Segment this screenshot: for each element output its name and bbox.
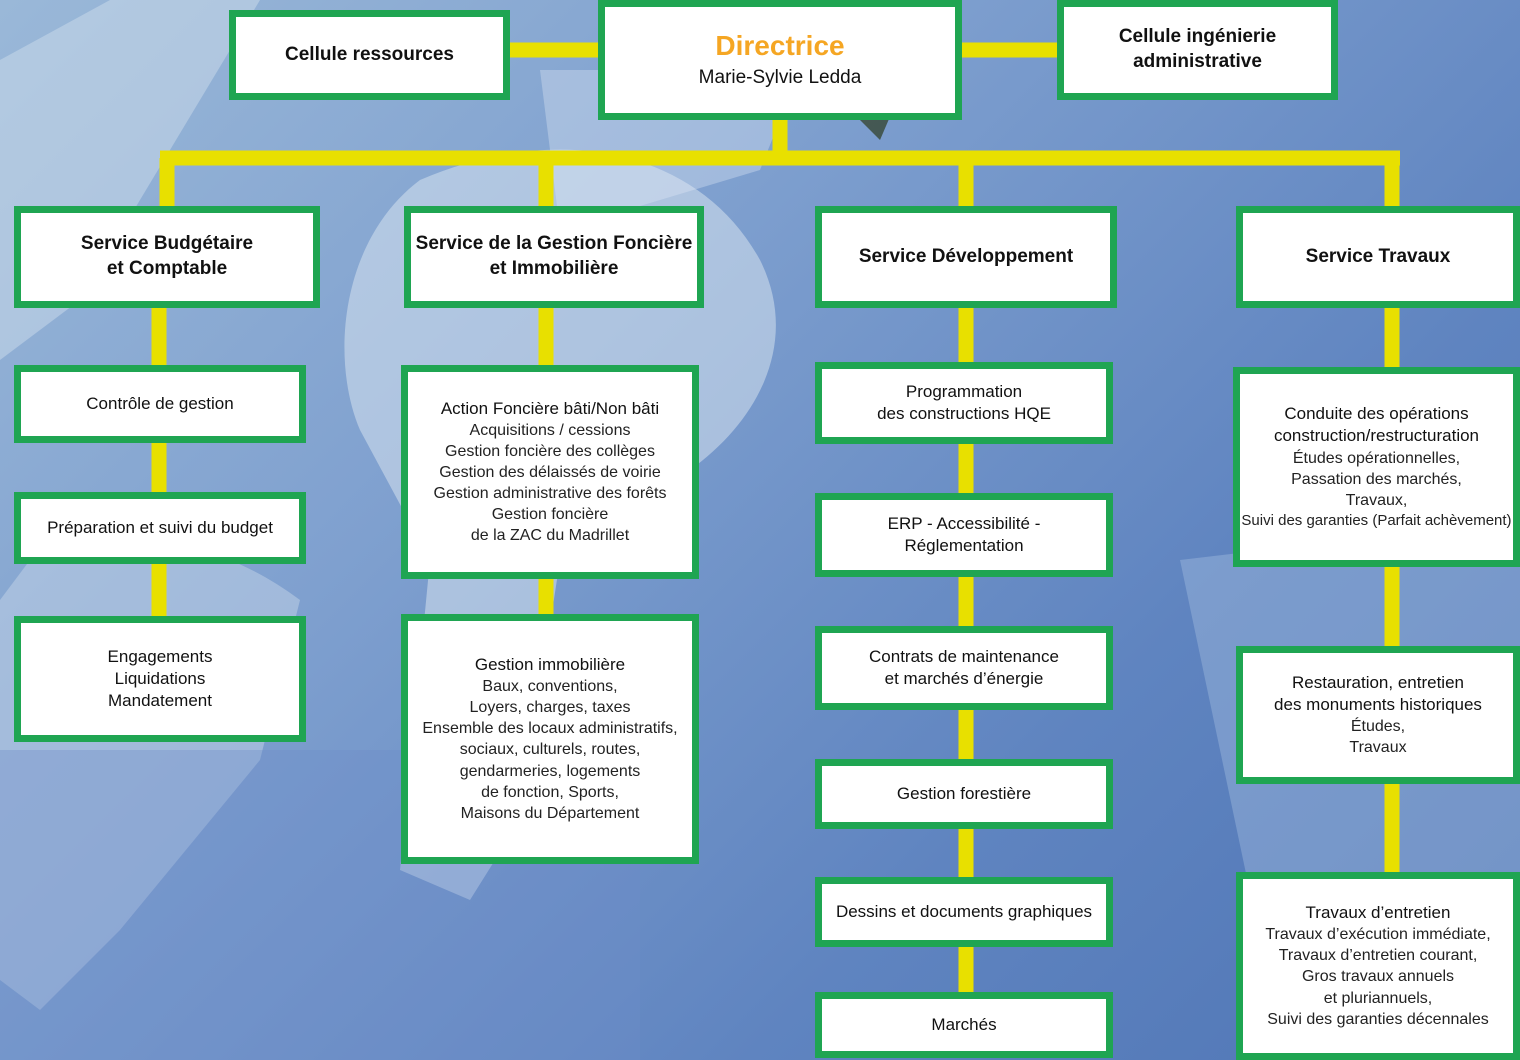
unit-detail: Travaux, [1345, 491, 1408, 509]
unit-detail: Ensemble des locaux administratifs, [422, 720, 678, 738]
unit-detail: de fonction, Sports, [481, 783, 619, 801]
unit-preparation-budget: Préparation et suivi du budget [14, 492, 306, 564]
unit-title: Liquidations [114, 668, 206, 688]
unit-detail: Loyers, charges, taxes [469, 699, 631, 717]
cellule-ressources-label: Cellule ressources [285, 43, 454, 65]
director-title: Directrice [715, 29, 845, 61]
unit-conduite-operations: Conduite des opérations construction/res… [1233, 367, 1520, 567]
unit-title: et marchés d’énergie [884, 669, 1044, 688]
unit-detail: Travaux d’exécution immédiate, [1265, 926, 1491, 944]
unit-detail: Gestion administrative des forêts [433, 485, 667, 503]
unit-title: des constructions HQE [877, 404, 1051, 423]
unit-title: Préparation et suivi du budget [47, 517, 273, 537]
unit-gestion-forestiere: Gestion forestière [815, 759, 1113, 829]
unit-travaux-entretien: Travaux d’entretien Travaux d’exécution … [1236, 872, 1520, 1060]
cellule-ingenierie-label-line-2: administrative [1133, 51, 1262, 72]
cellule-ingenierie-box: Cellule ingénierie administrative [1057, 0, 1338, 100]
unit-detail: Maisons du Département [460, 804, 640, 822]
unit-title: Gestion immobilière [474, 655, 626, 675]
unit-title: construction/restructuration [1273, 426, 1480, 446]
service-title-line: Service Budgétaire [80, 233, 254, 255]
unit-title: Restauration, entretien [1292, 672, 1464, 692]
unit-engagements: Engagements Liquidations Mandatement [14, 616, 306, 742]
unit-title: Gestion forestière [896, 783, 1032, 803]
service-title-line: Service Travaux [1305, 245, 1451, 267]
unit-detail: Suivi des garanties (Parfait achèvement) [1241, 511, 1512, 529]
unit-detail: et pluriannuels, [1323, 989, 1433, 1007]
unit-detail: Travaux d’entretien courant, [1278, 947, 1478, 965]
director-name: Marie-Sylvie Ledda [698, 66, 862, 88]
unit-title: Marchés [931, 1014, 997, 1034]
unit-programmation-hqe: Programmation des constructions HQE [815, 362, 1113, 444]
unit-gestion-immobiliere: Gestion immobilière Baux, conventions, L… [401, 614, 699, 864]
service-developpement-box: Service Développement [815, 206, 1117, 308]
unit-monuments-historiques: Restauration, entretien des monuments hi… [1236, 646, 1520, 784]
cellule-ressources-box: Cellule ressources [229, 10, 510, 100]
unit-title: Mandatement [108, 691, 212, 711]
unit-detail: Baux, conventions, [482, 678, 618, 696]
unit-title: Contrôle de gestion [86, 393, 234, 413]
service-gestion-fonciere-box: Service de la Gestion Foncière et Immobi… [404, 206, 704, 308]
unit-detail: sociaux, culturels, routes, [459, 741, 641, 759]
unit-detail: Passation des marchés, [1291, 470, 1462, 488]
unit-detail: Gestion des délaissés de voirie [439, 463, 661, 481]
unit-detail: Études opérationnelles, [1292, 449, 1461, 467]
service-budgetaire-box: Service Budgétaire et Comptable [14, 206, 320, 308]
unit-detail: Gestion foncière des collèges [445, 442, 655, 460]
unit-detail: Gestion foncière [491, 506, 609, 524]
unit-title: ERP - Accessibilité - [887, 513, 1041, 533]
unit-detail: Études, [1350, 717, 1406, 735]
cellule-ingenierie-label-line-1: Cellule ingénierie [1118, 26, 1277, 48]
unit-detail: Travaux [1349, 739, 1407, 757]
unit-erp-accessibilite: ERP - Accessibilité - Réglementation [815, 493, 1113, 577]
unit-detail: Suivi des garanties décennales [1267, 1010, 1489, 1028]
service-title-line: Service de la Gestion Foncière [415, 233, 693, 255]
unit-title: Contrats de maintenance [869, 646, 1059, 666]
unit-contrats-maintenance: Contrats de maintenance et marchés d’éne… [815, 626, 1113, 710]
unit-title: Dessins et documents graphiques [835, 901, 1093, 921]
unit-detail: Acquisitions / cessions [469, 421, 631, 439]
unit-title: Engagements [107, 646, 213, 666]
service-title-line: et Immobilière [489, 258, 619, 279]
unit-title: Réglementation [904, 536, 1024, 555]
service-title-line: Service Développement [858, 245, 1074, 267]
unit-title: Travaux d’entretien [1305, 903, 1451, 923]
service-travaux-box: Service Travaux [1236, 206, 1520, 308]
unit-detail: Gros travaux annuels [1301, 968, 1455, 986]
unit-title: Conduite des opérations [1284, 404, 1469, 424]
unit-controle-gestion: Contrôle de gestion [14, 365, 306, 443]
unit-action-fonciere: Action Foncière bâti/Non bâti Acquisitio… [401, 365, 699, 579]
unit-detail: gendarmeries, logements [459, 762, 641, 780]
director-box: Directrice Marie-Sylvie Ledda [598, 0, 962, 120]
unit-title: Action Foncière bâti/Non bâti [440, 398, 660, 418]
unit-detail: de la ZAC du Madrillet [470, 527, 630, 545]
unit-title: Programmation [905, 381, 1023, 401]
unit-dessins-documents: Dessins et documents graphiques [815, 877, 1113, 947]
unit-marches: Marchés [815, 992, 1113, 1058]
unit-title: des monuments historiques [1274, 694, 1482, 714]
service-title-line: et Comptable [106, 258, 228, 279]
